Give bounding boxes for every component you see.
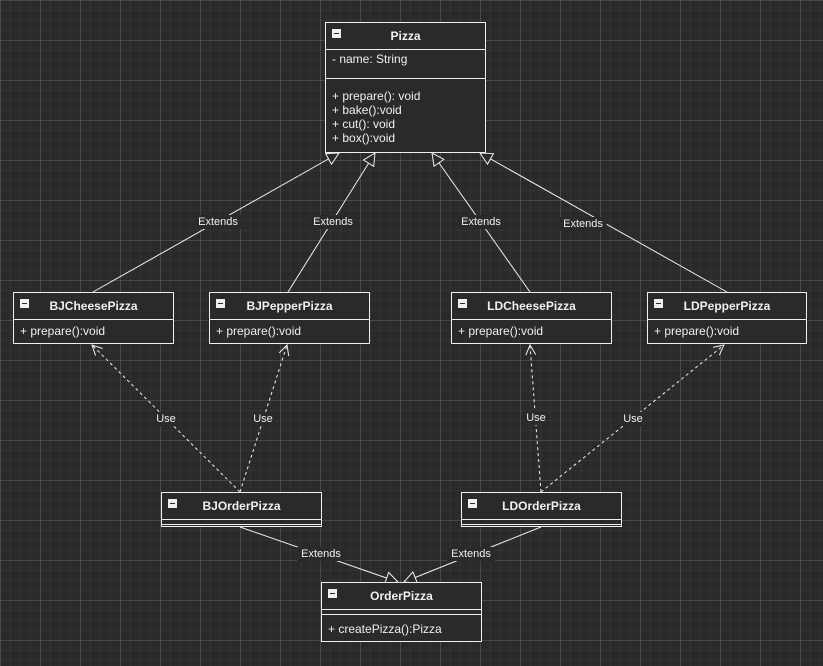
attributes-section: - name: String	[326, 49, 485, 78]
methods-section: + createPizza():Pizza	[322, 614, 481, 638]
attributes-section	[462, 519, 621, 524]
methods-section: + prepare():void	[648, 319, 806, 340]
collapse-icon[interactable]	[468, 499, 477, 508]
edge-label: Use	[623, 413, 643, 425]
edge-label: Extends	[461, 216, 501, 228]
method: + bake():void	[332, 103, 402, 117]
generalization-edge[interactable]: Extends	[239, 526, 398, 582]
edge-label: Use	[156, 413, 176, 425]
class-header: LDPepperPizza	[648, 293, 806, 319]
generalization-edge[interactable]: Extends	[404, 526, 542, 582]
edge-label-background	[559, 217, 607, 231]
generalization-edge[interactable]: Extends	[287, 153, 375, 293]
method: + prepare(): void	[332, 89, 421, 103]
class-ldpepperpizza[interactable]: LDPepperPizza + prepare():void	[647, 292, 807, 344]
methods-section: + prepare(): void + bake():void + cut():…	[326, 78, 485, 147]
collapse-icon[interactable]	[328, 589, 337, 598]
collapse-icon[interactable]	[332, 29, 341, 38]
class-orderpizza[interactable]: OrderPizza + createPizza():Pizza	[321, 582, 482, 642]
method: + cut(): void	[332, 117, 396, 131]
edge-label-background	[621, 412, 645, 426]
class-name: BJCheesePizza	[49, 299, 138, 313]
dependency-edge[interactable]: Use	[540, 345, 724, 493]
class-name: BJOrderPizza	[202, 499, 281, 513]
class-ldorderpizza[interactable]: LDOrderPizza	[461, 492, 622, 527]
class-header: BJPepperPizza	[210, 293, 369, 319]
edge-label-background	[154, 412, 178, 426]
edge-label-background	[297, 547, 345, 561]
method: + prepare():void	[458, 324, 544, 338]
edge-label: Extends	[198, 216, 238, 228]
edge-label: Extends	[313, 216, 353, 228]
method: + prepare():void	[20, 324, 106, 338]
class-name: LDPepperPizza	[683, 299, 771, 313]
collapse-icon[interactable]	[654, 299, 663, 308]
edge-label-background	[524, 411, 548, 425]
class-bjorderpizza[interactable]: BJOrderPizza	[161, 492, 322, 527]
generalization-edge[interactable]: Extends	[432, 153, 531, 293]
edge-label: Extends	[451, 548, 491, 560]
generalization-edge[interactable]: Extends	[480, 153, 728, 293]
edge-line	[239, 345, 287, 493]
methods-section: + prepare():void	[14, 319, 173, 340]
methods-section	[162, 524, 321, 529]
class-bjcheesepizza[interactable]: BJCheesePizza + prepare():void	[13, 292, 174, 344]
methods-section	[462, 524, 621, 529]
class-bjpepperpizza[interactable]: BJPepperPizza + prepare():void	[209, 292, 370, 344]
class-header: OrderPizza	[322, 583, 481, 609]
edge-label-background	[447, 547, 495, 561]
class-header: LDCheesePizza	[452, 293, 611, 319]
method: + box():void	[332, 131, 396, 145]
edge-label-background	[251, 412, 275, 426]
class-header: BJCheesePizza	[14, 293, 173, 319]
collapse-icon[interactable]	[168, 499, 177, 508]
edge-label-background	[457, 215, 505, 229]
methods-section: + prepare():void	[452, 319, 611, 340]
methods-section: + prepare():void	[210, 319, 369, 340]
class-name: LDCheesePizza	[487, 299, 576, 313]
class-ldcheesepizza[interactable]: LDCheesePizza + prepare():void	[451, 292, 612, 344]
dependency-edge[interactable]: Use	[239, 345, 287, 493]
edge-label: Extends	[563, 218, 603, 230]
attribute: - name: String	[332, 52, 408, 66]
class-pizza[interactable]: Pizza - name: String + prepare(): void +…	[325, 22, 486, 153]
class-name: Pizza	[390, 29, 421, 43]
edge-label: Use	[526, 412, 546, 424]
class-name: BJPepperPizza	[246, 299, 333, 313]
method: + prepare():void	[654, 324, 740, 338]
generalization-edge[interactable]: Extends	[92, 153, 339, 293]
method: + prepare():void	[216, 324, 302, 338]
collapse-icon[interactable]	[216, 299, 225, 308]
edge-label-background	[194, 215, 242, 229]
method: + createPizza():Pizza	[328, 622, 442, 636]
class-header: BJOrderPizza	[162, 493, 321, 519]
dependency-edge[interactable]: Use	[92, 345, 241, 493]
class-name: LDOrderPizza	[502, 499, 581, 513]
class-header: Pizza	[326, 23, 485, 49]
edge-label: Use	[253, 413, 273, 425]
class-name: OrderPizza	[370, 589, 433, 603]
edge-label: Extends	[301, 548, 341, 560]
attributes-section	[162, 519, 321, 524]
dependency-edge[interactable]: Use	[524, 345, 548, 493]
collapse-icon[interactable]	[20, 299, 29, 308]
class-header: LDOrderPizza	[462, 493, 621, 519]
collapse-icon[interactable]	[458, 299, 467, 308]
edge-label-background	[309, 215, 357, 229]
attributes-section	[322, 609, 481, 614]
